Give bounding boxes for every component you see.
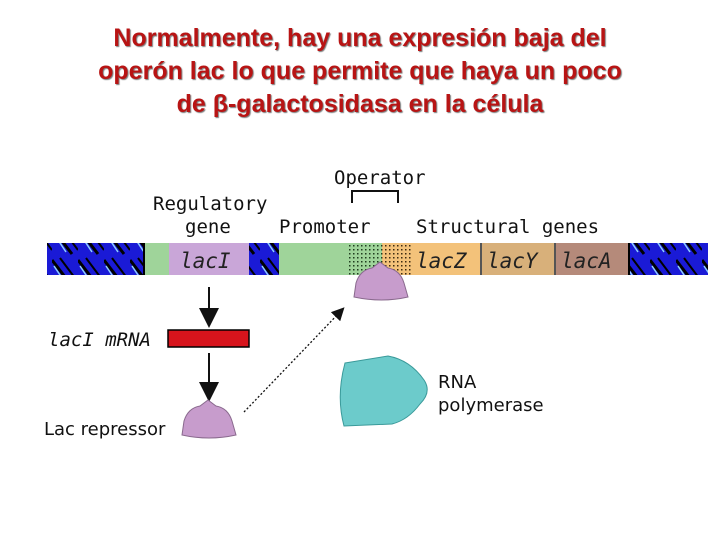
lac-repressor-label: Lac repressor: [44, 419, 166, 440]
laci-gene: [169, 243, 249, 275]
regulatory-gene-label-1: Regulatory: [153, 193, 267, 215]
laci-gene-label: lacI: [180, 249, 231, 273]
operator-label: Operator: [334, 167, 426, 189]
title-line-1: Normalmente, hay una expresión baja del: [113, 24, 607, 52]
slide-title: Normalmente, hay una expresión baja del …: [0, 22, 720, 121]
structural-genes-label: Structural genes: [416, 216, 599, 238]
rna-polymerase-label-2: polymerase: [438, 395, 544, 416]
bound-repressor: [353, 261, 409, 301]
lacz-gene-label: lacZ: [416, 249, 468, 273]
promoter-region: [279, 243, 347, 275]
regulatory-gene-label-2: gene: [185, 216, 231, 238]
lacy-gene: [482, 243, 554, 275]
rna-polymerase-shape: [339, 355, 428, 427]
spacer-segment: [145, 243, 169, 275]
title-line-3: de β-galactosidasa en la célula: [176, 90, 544, 118]
lac-repressor-shape: [181, 399, 237, 439]
laca-gene: [556, 243, 628, 275]
dna-segment-right: [630, 243, 708, 275]
promoter-label: Promoter: [279, 216, 371, 238]
operator-bracket: [351, 190, 399, 203]
repressor-binding-arrow: [243, 307, 345, 413]
dna-segment-left: [47, 243, 143, 275]
laci-mrna-bar: [167, 329, 250, 348]
laca-gene-label: lacA: [561, 249, 612, 273]
dna-segment-middle: [249, 243, 279, 275]
title-line-2: operón lac lo que permite que haya un po…: [98, 57, 622, 85]
dna-strip: lacI lacZ lacY lacA: [47, 243, 708, 275]
laci-mrna-label: lacI mRNA: [48, 329, 151, 351]
lacz-gene: [412, 243, 480, 275]
lacy-gene-label: lacY: [487, 249, 539, 273]
rna-polymerase-label-1: RNA: [438, 372, 477, 393]
